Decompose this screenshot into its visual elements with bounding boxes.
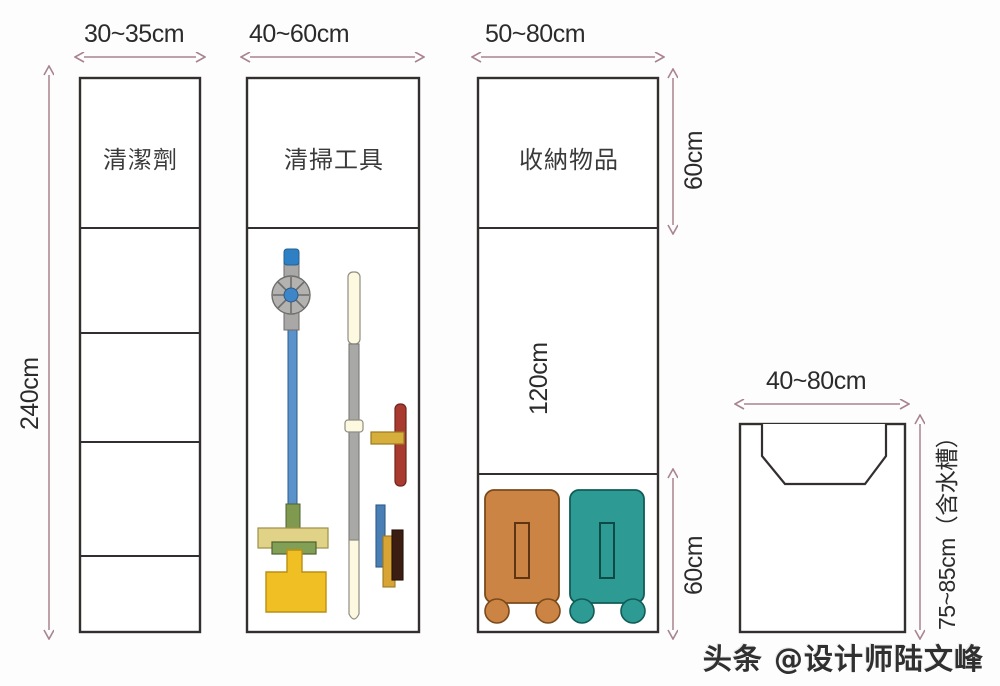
dim-label-right-top: 60cm <box>680 130 708 190</box>
long-brush-icon <box>344 271 364 620</box>
squeegee-icon <box>370 403 407 487</box>
cabinet-label-cleaning-agent: 清潔劑 <box>103 146 178 174</box>
dim-label-right-bottom: 60cm <box>680 535 708 595</box>
dim-label-left-height: 240cm <box>16 357 44 430</box>
dim-label-middle-width: 40~60cm <box>249 20 350 48</box>
suitcase-teal-icon <box>569 489 646 624</box>
cabinet-sink[interactable] <box>738 422 907 634</box>
small-brush-set-icon <box>375 504 404 588</box>
suitcase-orange-icon <box>484 489 561 624</box>
stick-vacuum-icon <box>257 248 329 555</box>
cabinet-label-cleaning-tools: 清掃工具 <box>284 146 384 174</box>
dim-label-left-width: 30~35cm <box>84 20 185 48</box>
dim-label-sink-width: 40~80cm <box>766 367 867 395</box>
dim-label-right-width: 50~80cm <box>485 20 586 48</box>
dim-label-right-middle: 120cm <box>525 342 553 415</box>
cabinet-cleaning-agent[interactable] <box>78 76 202 634</box>
watermark-text: 头条 @设计师陆文峰 <box>702 642 984 676</box>
dim-label-sink-height: 75~85cm（含水槽） <box>934 425 960 630</box>
cabinet-label-storage-items: 收納物品 <box>519 146 619 174</box>
dustpan-icon <box>265 549 327 613</box>
